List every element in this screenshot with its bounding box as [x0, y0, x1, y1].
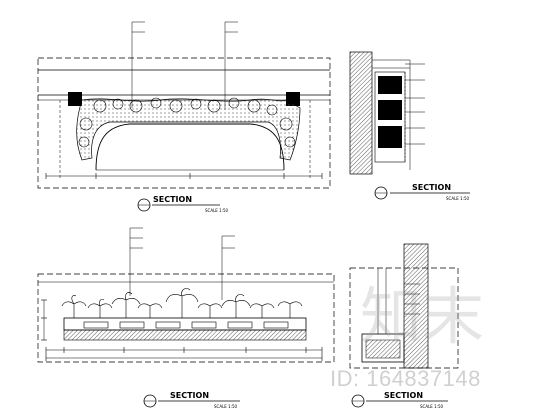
section-title: SECTION: [384, 391, 423, 400]
section-scale: SCALE 1:50: [420, 404, 444, 409]
callout-leaders: [131, 21, 238, 110]
callout-leaders: [405, 63, 425, 145]
bottom-right-detail-view: SECTION SCALE 1:50: [349, 243, 459, 409]
section-scale: SCALE 1:50: [214, 404, 238, 409]
section-title: SECTION: [412, 183, 451, 192]
top-left-section-view: SECTION SCALE 1:50: [37, 21, 331, 213]
section-scale: SCALE 1:50: [205, 208, 229, 213]
top-right-detail-view: SECTION SCALE 1:50: [349, 51, 470, 201]
section-title: SECTION: [153, 195, 192, 204]
bottom-left-section-view: SECTION SCALE 1:50: [37, 227, 335, 409]
plant-row: [61, 288, 303, 318]
callout-leaders: [129, 227, 235, 300]
foliage-clusters: [78, 97, 296, 148]
section-scale: SCALE 1:50: [446, 196, 470, 201]
callout-leaders: [404, 283, 420, 315]
section-title: SECTION: [170, 391, 209, 400]
